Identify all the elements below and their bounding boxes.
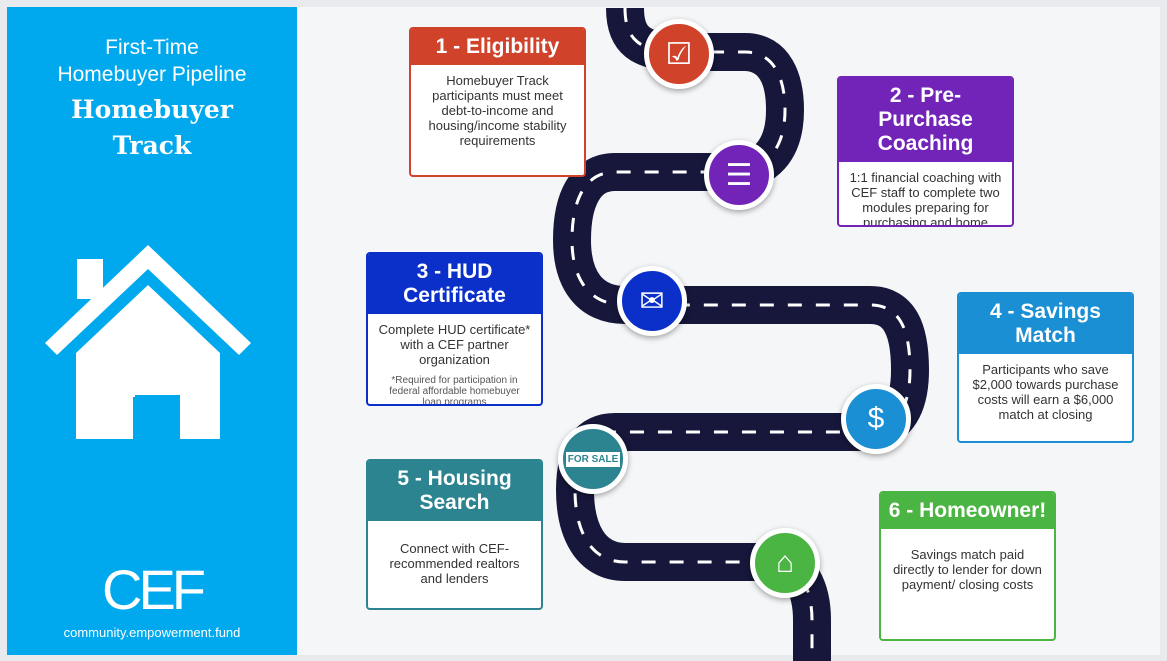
cef-logo: CEF (102, 558, 206, 621)
subtitle-line: Homebuyer Pipeline (57, 63, 247, 86)
step-title: 6 - Homeowner! (881, 493, 1054, 529)
title-line: Track (112, 131, 192, 160)
piggy-bank-icon: $ (841, 384, 911, 454)
step-6-card: 6 - Homeowner! Savings match paid direct… (879, 491, 1056, 641)
step-2-card: 2 - Pre-Purchase Coaching 1:1 financial … (837, 76, 1014, 227)
step-3-card: 3 - HUD Certificate Complete HUD certifi… (366, 252, 543, 406)
subtitle-line: First-Time (105, 36, 199, 59)
step-4-card: 4 - Savings Match Participants who save … (957, 292, 1134, 443)
sign-text: FOR SALE (565, 451, 621, 467)
certificate-icon: ✉ (617, 266, 687, 336)
step-footnote: *Required for participation in federal a… (389, 375, 520, 406)
house-icon (45, 245, 251, 441)
checkbox-icon: ☑ (644, 19, 714, 89)
step-1-card: 1 - Eligibility Homebuyer Track particip… (409, 27, 586, 177)
step-description: Participants who save $2,000 towards pur… (972, 362, 1119, 422)
step-description: 1:1 financial coaching with CEF staff to… (849, 170, 1002, 227)
website-url[interactable]: community.empowerment.fund (63, 625, 241, 640)
for-sale-sign-icon: FOR SALE (558, 424, 628, 494)
step-title: 2 - Pre-Purchase Coaching (839, 78, 1012, 162)
step-5-card: 5 - Housing Search Connect with CEF-reco… (366, 459, 543, 610)
step-description: Homebuyer Track participants must meet d… (428, 73, 567, 148)
step-description: Connect with CEF-recommended realtors an… (389, 541, 520, 586)
title-line: Homebuyer (71, 95, 233, 124)
document-touch-icon: ☰ (704, 140, 774, 210)
step-description: Savings match paid directly to lender fo… (893, 547, 1042, 592)
step-description: Complete HUD certificate* with a CEF par… (378, 322, 531, 367)
road-center-line (570, 7, 912, 661)
step-title: 3 - HUD Certificate (368, 254, 541, 314)
step-title: 5 - Housing Search (368, 461, 541, 521)
house-keys-icon: ⌂ (750, 528, 820, 598)
step-title: 1 - Eligibility (411, 29, 584, 65)
step-title: 4 - Savings Match (959, 294, 1132, 354)
